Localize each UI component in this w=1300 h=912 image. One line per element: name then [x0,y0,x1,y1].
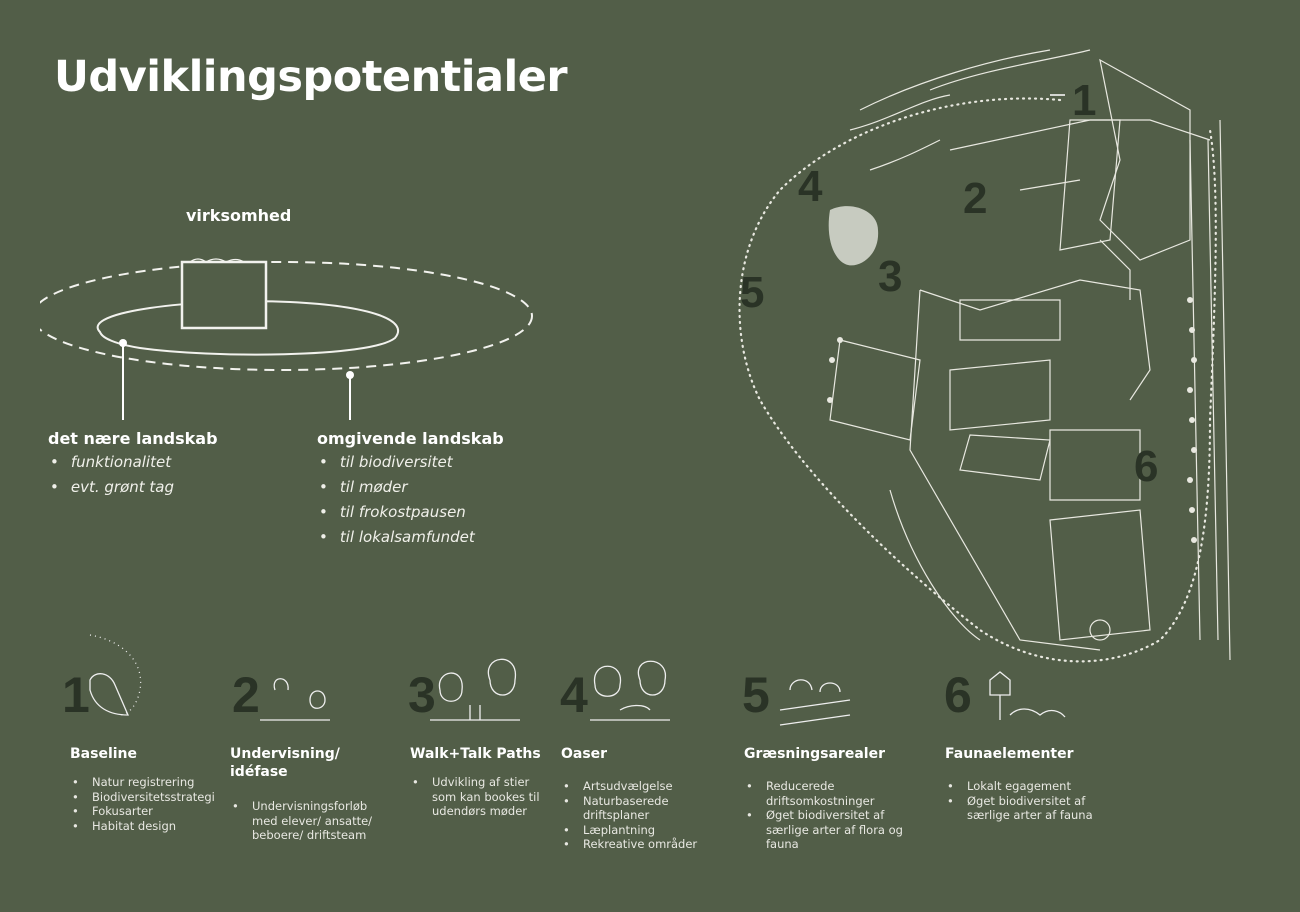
potential-baseline: Baseline Natur registrering Biodiversite… [70,745,230,833]
potential-item: Fokusarter [70,804,230,819]
bird-icon [89,673,129,716]
potential-item: Undervisningsforløb med elever/ ansatte/… [230,799,375,843]
bird-arrow-icon [89,634,142,716]
grazing-icon [779,679,851,726]
potential-number-2: 2 [232,667,260,723]
walk-talk-icon [430,658,520,721]
potential-item: Læplantning [561,823,711,838]
potential-title: Faunaelementer [945,746,1074,762]
potential-number-1: 1 [62,667,90,723]
potential-title: Undervisning/ idéfase [230,746,340,780]
surrounding-landscape-heading: omgivende landskab [317,429,504,448]
surrounding-item: til lokalsamfundet [317,525,504,550]
potential-item: Naturbaserede driftsplaner [561,794,711,823]
pond [828,206,879,266]
potential-number-3: 3 [408,667,436,723]
landscape-diagram [40,258,533,420]
potential-number-5: 5 [742,667,770,723]
site-map [738,49,1231,663]
potential-item: Lokalt egagement [945,779,1105,794]
potential-title: Baseline [70,746,138,762]
map-label-4: 4 [798,162,823,211]
fauna-icon [989,671,1066,720]
inner-landscape-ring [96,300,400,356]
potential-item: Habitat design [70,819,230,834]
potential-walk-talk: Walk+Talk Paths Udvikling af stier som k… [410,745,555,819]
potential-item: Udvikling af stier som kan bookes til ud… [410,775,555,819]
oasis-icon [590,660,670,721]
surrounding-item: til frokostpausen [317,500,504,525]
page-title: Udviklingspotentialer [54,52,568,102]
potential-title: Walk+Talk Paths [410,746,541,762]
potential-item: Reducerede driftsomkostninger [744,779,914,808]
center-label: virksomhed [186,206,292,225]
potential-title: Græsningsarealer [744,746,885,762]
map-label-3: 3 [878,252,903,301]
potential-number-6: 6 [944,667,972,723]
potential-item: Øget biodiversitet af særlige arter af f… [945,794,1105,823]
outer-landscape-ring [40,261,533,371]
potential-fauna: Faunaelementer Lokalt egagement Øget bio… [945,745,1105,823]
near-item: funktionalitet [48,450,218,475]
map-label-1: 1 [1072,76,1097,125]
teaching-icon [260,678,330,721]
walk-path-dotted [738,97,1217,663]
surrounding-item: til møder [317,475,504,500]
potential-number-4: 4 [560,667,588,723]
map-label-2: 2 [963,174,988,223]
map-label-6: 6 [1134,442,1159,491]
potential-item: Biodiversitetsstrategi [70,790,230,805]
potential-oases: Oaser Artsudvælgelse Naturbaserede drift… [561,745,711,852]
potential-item: Artsudvælgelse [561,779,711,794]
potential-item: Natur registrering [70,775,230,790]
surrounding-item: til biodiversitet [317,450,504,475]
potential-teaching: Undervisning/ idéfase Undervisningsforlø… [230,745,375,843]
potential-item: Øget biodiversitet af særlige arter af f… [744,808,914,852]
building-icon [180,260,268,330]
near-landscape-heading: det nære landskab [48,429,218,448]
map-label-5: 5 [740,268,765,317]
potential-grazing: Græsningsarealer Reducerede driftsomkost… [744,745,914,852]
near-item: evt. grønt tag [48,475,218,500]
potential-title: Oaser [561,746,608,762]
sketch-icons [89,634,1066,726]
potential-item: Rekreative områder [561,837,711,852]
